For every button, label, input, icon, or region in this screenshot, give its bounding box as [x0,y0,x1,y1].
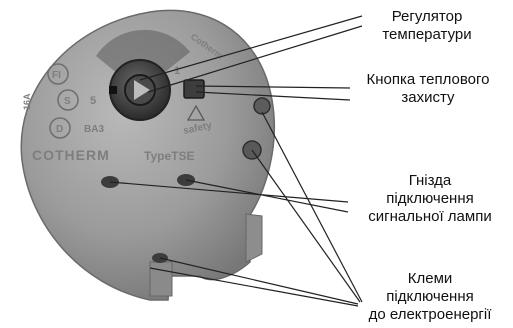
callout-regulator: Регулятор температури [362,8,492,44]
callout-lamp-line-1: Гнізда [348,172,512,190]
d-badge-text: D [56,124,63,135]
callout-terminals: Клеми підключення до електроенергії [350,270,510,324]
callout-thermal-line-2: захисту [350,89,506,107]
callout-lamp-sockets: Гнізда підключення сигнальної лампи [348,172,512,226]
callout-regulator-line-2: температури [362,26,492,44]
right-lower-flange [246,214,262,262]
dial-number-3: 3 [136,34,142,46]
leader-terminal-d [262,112,362,302]
fi-badge-text: FI [52,70,61,81]
rating-label: 16A [22,93,32,110]
terminal-screw-top [254,98,270,114]
leader-terminal-b [150,268,358,306]
callout-thermal-button: Кнопка теплового захисту [350,71,506,107]
dial-number-2: 2 [172,44,178,56]
code-label: BA3 [84,124,104,135]
s-badge-text: S [64,96,71,107]
callout-regulator-line-1: Регулятор [362,8,492,26]
callout-thermal-line-1: Кнопка теплового [350,71,506,89]
dial-number-1: 1 [174,65,180,77]
bottom-tab [150,262,172,296]
callout-lamp-line-3: сигнальної лампи [348,208,512,226]
leader-terminal-a [160,258,358,304]
callout-lamp-line-2: підключення [348,190,512,208]
callout-terminals-line-1: Клеми [350,270,510,288]
brand-label: COTHERM [32,147,110,163]
callout-terminals-line-2: підключення [350,288,510,306]
leader-terminal-c [252,150,360,302]
dial-number-5: 5 [90,95,96,107]
dial-number-4: 4 [102,53,109,65]
thermal-button [184,80,204,98]
type-label: TypeTSE [144,149,194,163]
callout-terminals-line-3: до електроенергії [350,306,510,324]
knob-slot [109,86,117,94]
